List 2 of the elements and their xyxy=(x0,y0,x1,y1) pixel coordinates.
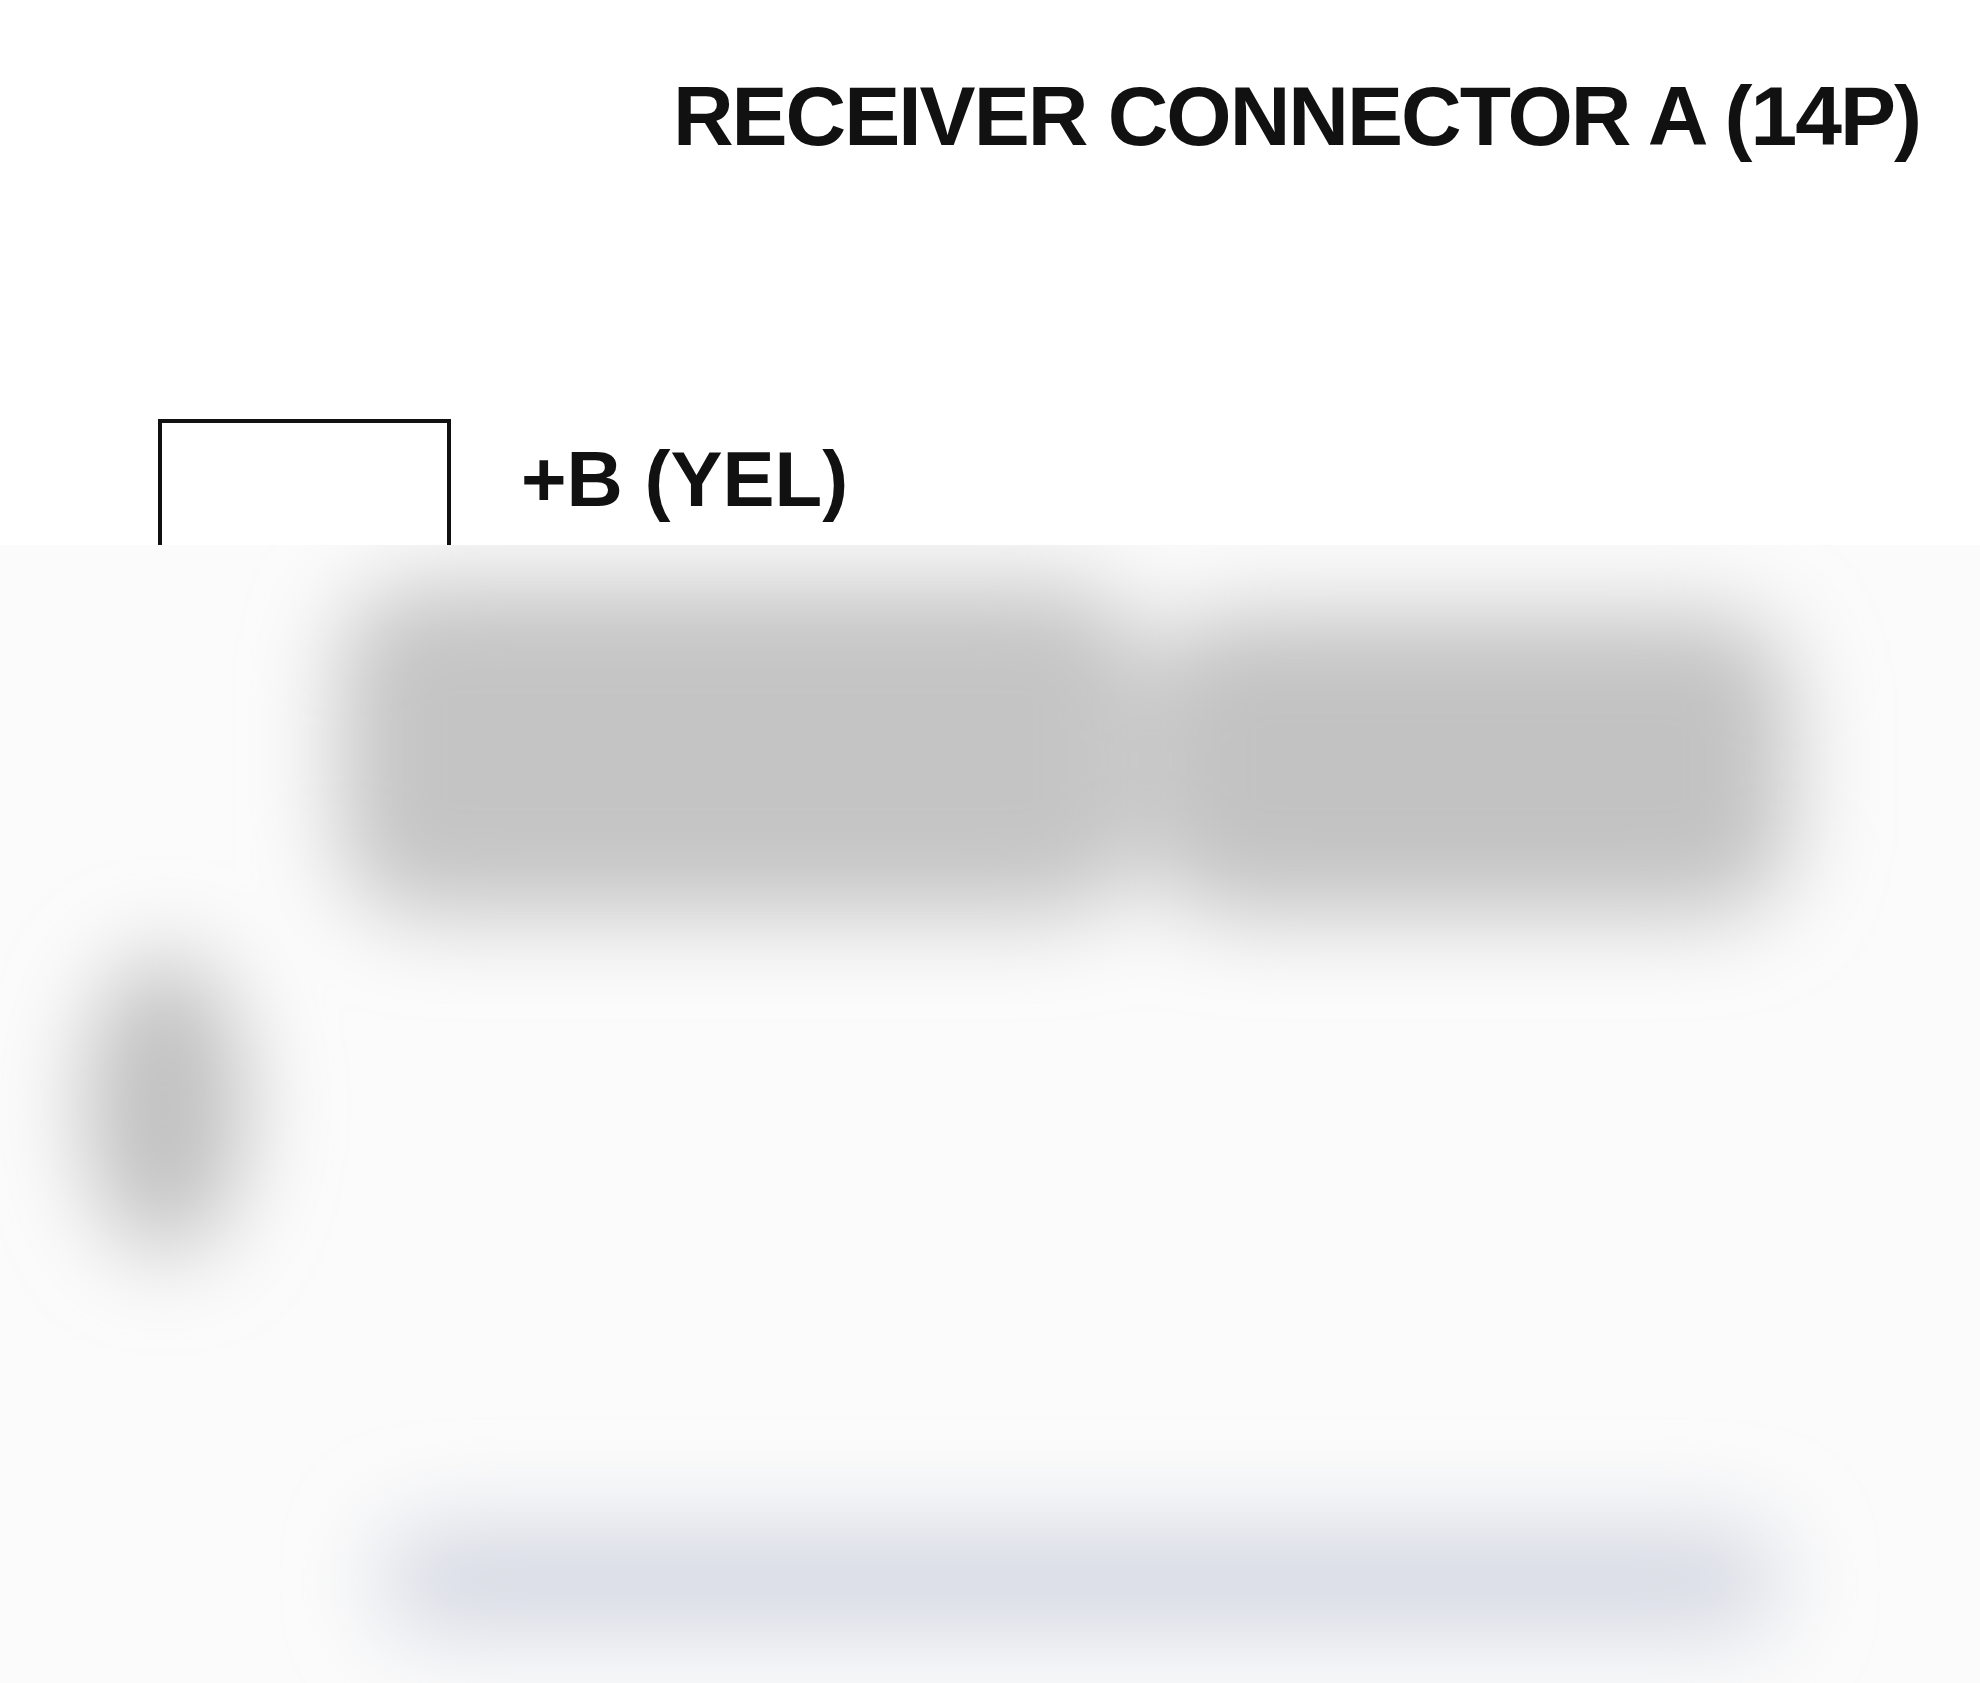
diagram-title: RECEIVER CONNECTOR A (14P) xyxy=(671,68,1920,165)
pin-signal-label: +B (YEL) xyxy=(521,434,849,524)
